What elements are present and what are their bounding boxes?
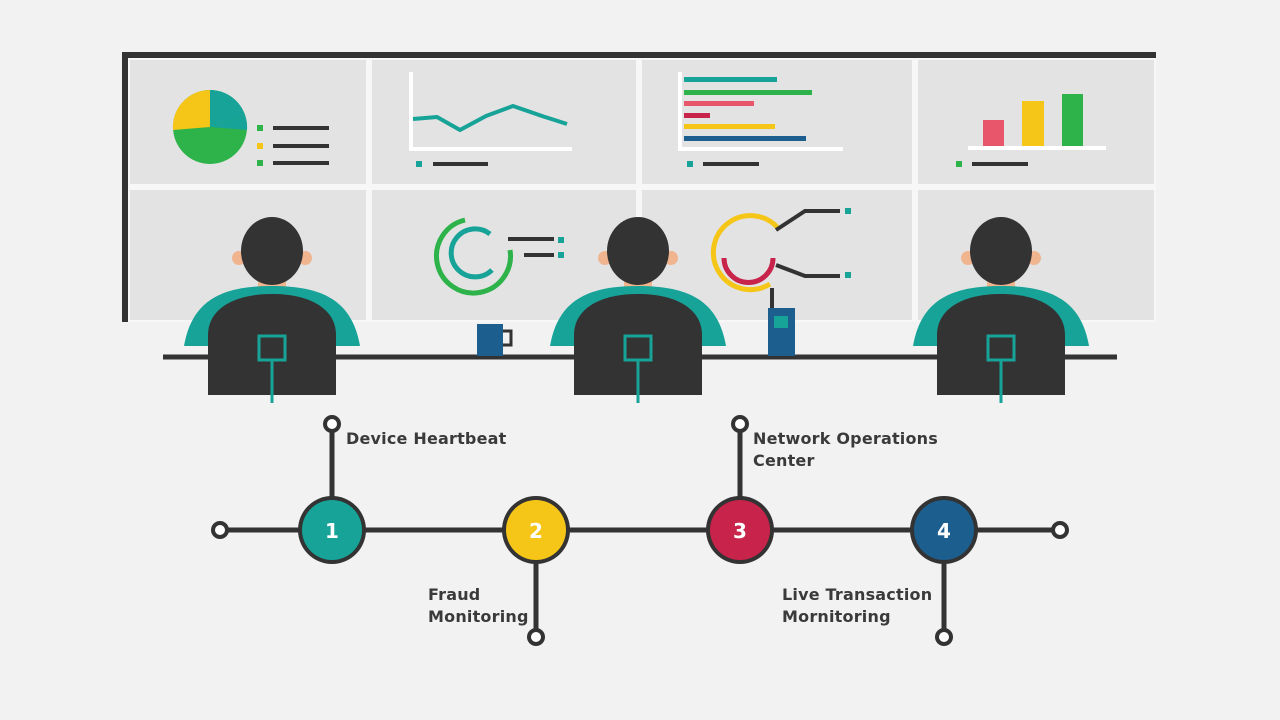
bar-chart-icon <box>956 94 1106 167</box>
step-4-label: Live Transaction Mornitoring <box>782 584 932 628</box>
ring-network-icon <box>710 208 851 293</box>
step-4-label-line-1: Live Transaction <box>782 585 933 604</box>
step-2-number: 2 <box>529 519 543 543</box>
step-1-label-line-1: Device Heartbeat <box>346 429 507 448</box>
timeline: 1 2 3 4 <box>211 415 1069 646</box>
walkie-talkie-icon <box>768 288 795 356</box>
step-4-label-line-2: Mornitoring <box>782 607 891 626</box>
step-2-dot <box>527 628 545 646</box>
step-3-label-line-1: Network Operations <box>753 429 938 448</box>
screen-pie <box>130 60 366 184</box>
coffee-mug-icon <box>477 324 513 356</box>
step-4-dot <box>935 628 953 646</box>
step-1-dot <box>323 415 341 433</box>
line-chart-icon <box>409 72 572 167</box>
step-2-label-line-1: Fraud <box>428 585 481 604</box>
pie-legend <box>257 125 329 166</box>
step-3-label-line-2: Center <box>753 451 815 470</box>
step-1-label: Device Heartbeat <box>346 428 506 450</box>
operator-3 <box>913 217 1089 403</box>
timeline-start-dot <box>211 521 229 539</box>
step-4-node: 4 <box>910 496 978 564</box>
step-3-label: Network Operations Center <box>753 428 938 472</box>
step-3-node: 3 <box>706 496 774 564</box>
step-3-dot <box>731 415 749 433</box>
step-2-label: Fraud Monitoring <box>428 584 529 628</box>
horizontal-bar-chart-icon <box>678 72 843 167</box>
step-2-node: 2 <box>502 496 570 564</box>
step-1-node: 1 <box>298 496 366 564</box>
timeline-end-dot <box>1051 521 1069 539</box>
step-4-number: 4 <box>937 519 951 543</box>
step-1-number: 1 <box>325 519 339 543</box>
step-3-number: 3 <box>733 519 747 543</box>
operator-2 <box>550 217 726 403</box>
step-2-label-line-2: Monitoring <box>428 607 529 626</box>
pie-chart-icon <box>172 89 248 164</box>
operator-1 <box>184 217 360 403</box>
donut-gauge-icon <box>434 217 564 296</box>
